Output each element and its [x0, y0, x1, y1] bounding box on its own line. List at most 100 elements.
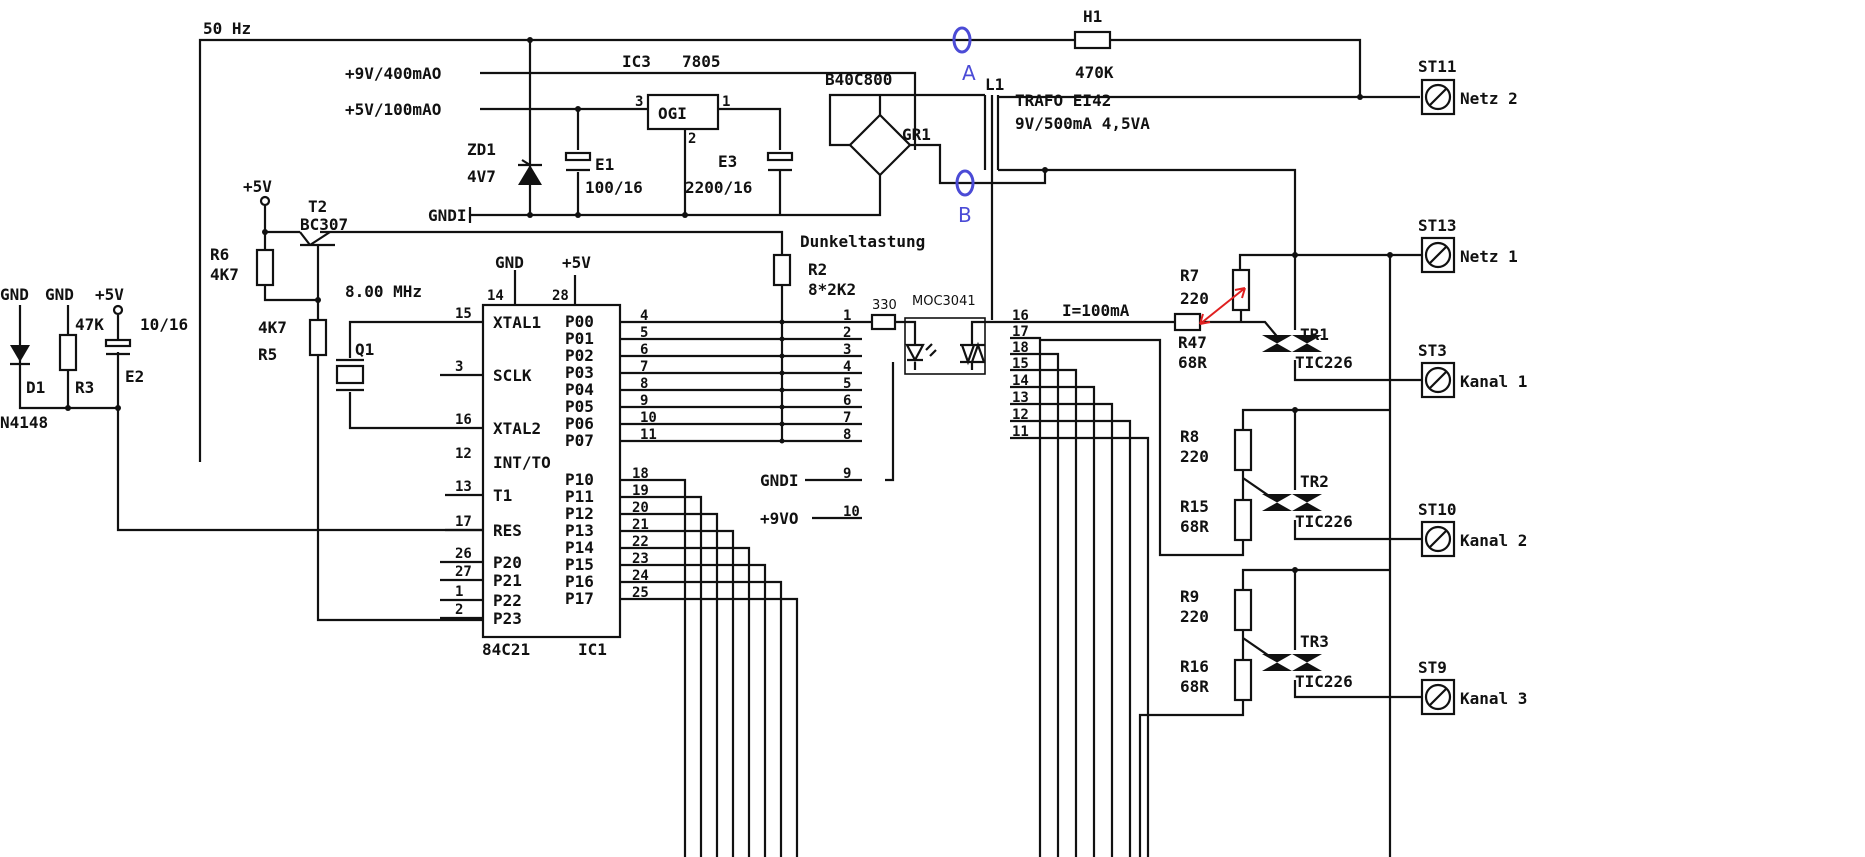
ic1-type: 84C21: [482, 640, 530, 659]
connector-pin-number: 12: [1012, 407, 1029, 423]
ic1-port-label: P04: [565, 380, 594, 399]
e3-value: 2200/16: [685, 178, 752, 197]
resistor-r6: [255, 248, 275, 287]
r15-name: R15: [1180, 497, 1209, 516]
capacitor-e2-icon: [104, 338, 132, 356]
ic1-port-label: P07: [565, 431, 594, 450]
t2-type: BC307: [300, 215, 348, 234]
junction: [779, 370, 785, 376]
ic3-pin-in: 3: [635, 94, 643, 110]
ic1-port-number: 25: [632, 585, 649, 601]
t2-supply: +5V: [243, 177, 272, 196]
ic1-pin-vcc: 28: [552, 288, 569, 304]
opto-section: 330 MOC3041 I=100mA Dunkeltastung R2 8*2…: [320, 230, 1175, 857]
ic1-port-number: 21: [632, 517, 649, 533]
junction: [779, 319, 785, 325]
ic1-pin-gnd: 14: [487, 288, 504, 304]
ic1-port-number: 20: [632, 500, 649, 516]
d1-type: N4148: [0, 413, 48, 432]
connector-pin-number: 7: [843, 410, 851, 426]
connector-pin-number: 4: [843, 359, 851, 375]
e2-value: 10/16: [140, 315, 188, 334]
ic1-port-label: P14: [565, 538, 594, 557]
connector-pin-number: 16: [1012, 308, 1029, 324]
trace: [620, 546, 751, 857]
gnd-d1: GND: [0, 285, 29, 304]
terminal-st10[interactable]: ST10 Kanal 2: [1418, 500, 1527, 558]
ic3-pin-out: 1: [722, 94, 730, 110]
ic1-port-number: 11: [640, 427, 657, 443]
terminal-st13[interactable]: ST13 Netz 1: [1418, 216, 1518, 274]
ic1-port-number: 9: [640, 393, 648, 409]
ic3-name: IC3: [622, 52, 651, 71]
ic1-port-label: P05: [565, 397, 594, 416]
ic1-port-label: P02: [565, 346, 594, 365]
terminal-name: ST11: [1418, 57, 1457, 76]
r16-name: R16: [1180, 657, 1209, 676]
marker-b-icon: [955, 169, 975, 197]
r9-name: R9: [1180, 587, 1199, 606]
r3-value: 47K: [75, 315, 104, 334]
connector-pin-number: 10: [843, 504, 860, 520]
q1-name: Q1: [355, 340, 374, 359]
ic1-port-number: 22: [632, 534, 649, 550]
r6-name: R6: [210, 245, 229, 264]
trafo-label: TRAFO EI42: [1015, 91, 1111, 110]
ic1-pin-label: P23: [493, 609, 522, 628]
junction: [779, 404, 785, 410]
trace: [1010, 436, 1150, 857]
resistor-330-label: 330: [872, 298, 897, 313]
ic1-port-label: P12: [565, 504, 594, 523]
ic1-pin-number: 13: [455, 479, 472, 495]
trafo-name: L1: [985, 75, 1004, 94]
current-label: I=100mA: [1062, 301, 1130, 320]
terminal-st11[interactable]: ST11 Netz 2: [1418, 57, 1518, 116]
r9-value: 220: [1180, 607, 1209, 626]
connector-pin-number: 6: [843, 393, 851, 409]
terminal-name: ST9: [1418, 658, 1447, 677]
connector-pin-number: 2: [843, 325, 851, 341]
ic1-port-label: P03: [565, 363, 594, 382]
resistor-h1: [1073, 30, 1112, 50]
ic1-port-label: P10: [565, 470, 594, 489]
trace: [620, 563, 767, 857]
ic1-pin-label: T1: [493, 486, 512, 505]
ic1-pin-number: 1: [455, 584, 463, 600]
tr3-type: TIC226: [1295, 672, 1353, 691]
r2-name: R2: [808, 260, 827, 279]
terminal-label: Kanal 3: [1460, 689, 1527, 708]
e3-name: E3: [718, 152, 737, 171]
connector-9v: +9VO: [760, 509, 799, 528]
terminal-label: Netz 1: [1460, 247, 1518, 266]
label-50hz: 50 Hz: [203, 19, 251, 38]
ic1-port-label: P11: [565, 487, 594, 506]
ic1-port-number: 19: [632, 483, 649, 499]
resistor-r3: [58, 333, 78, 372]
vcc-e2: +5V: [95, 285, 124, 304]
d1-name: D1: [26, 378, 45, 397]
capacitor-e1-icon: [564, 151, 592, 172]
connector-pin-number: 9: [843, 466, 851, 482]
r5-name: R5: [258, 345, 277, 364]
terminal-st3[interactable]: ST3 Kanal 1: [1418, 341, 1527, 399]
triac-tr3-icon: [1262, 654, 1322, 671]
marker-b-label: B: [958, 203, 972, 227]
r16-value: 68R: [1180, 677, 1209, 696]
e1-value: 100/16: [585, 178, 643, 197]
ic1-port-label: P15: [565, 555, 594, 574]
opto-name: MOC3041: [912, 294, 976, 309]
transistor-t2-icon: [299, 231, 335, 247]
terminal-label: Kanal 1: [1460, 372, 1527, 391]
resistor-array-r2: [772, 253, 792, 287]
ic1-port-number: 4: [640, 308, 648, 324]
ic1-port-number: 8: [640, 376, 648, 392]
terminal-name: ST13: [1418, 216, 1457, 235]
tr2-type: TIC226: [1295, 512, 1353, 531]
diac-icon: [960, 341, 986, 366]
ic1-pin-number: 26: [455, 546, 472, 562]
junction: [779, 387, 785, 393]
terminal-st9[interactable]: ST9 Kanal 3: [1418, 658, 1527, 716]
